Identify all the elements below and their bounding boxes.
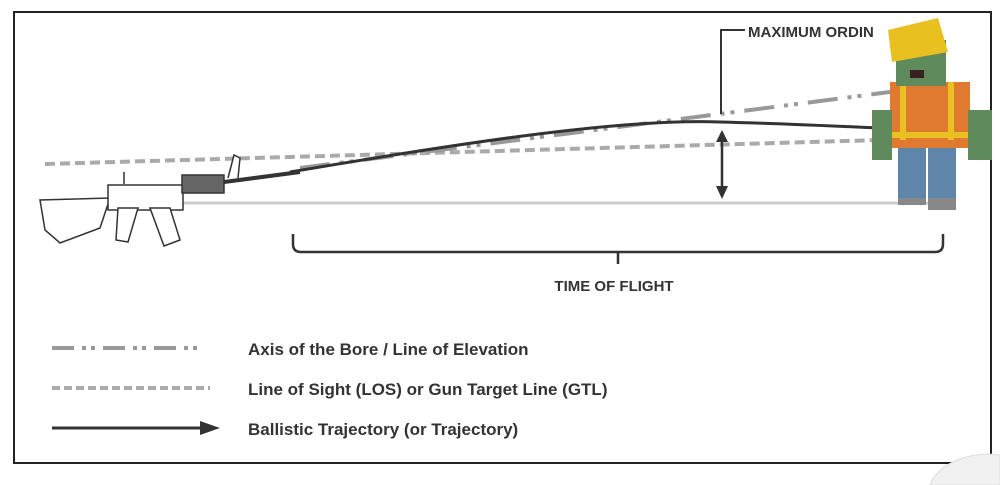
legend-label-axis-of-bore: Axis of the Bore / Line of Elevation — [248, 340, 529, 359]
legend-label-line-of-sight: Line of Sight (LOS) or Gun Target Line (… — [248, 380, 607, 399]
arrow-down-icon — [716, 186, 728, 199]
legend-label-trajectory: Ballistic Trajectory (or Trajectory) — [248, 420, 518, 439]
legend: Axis of the Bore / Line of Elevation Lin… — [52, 340, 607, 439]
zombie-worker-figure — [872, 18, 992, 210]
maximum-ordinate-label: MAXIMUM ORDIN — [748, 24, 874, 41]
axis-of-bore — [299, 90, 891, 170]
ballistic-trajectory — [289, 120, 881, 174]
arrow-up-icon — [716, 130, 728, 142]
line-of-sight — [44, 138, 881, 166]
arrow-right-icon — [200, 421, 220, 435]
time-of-flight-label: TIME OF FLIGHT — [554, 278, 673, 295]
rifle-illustration — [39, 153, 301, 247]
corner-shape — [929, 453, 1000, 485]
max-ordinate-leader — [720, 29, 745, 114]
